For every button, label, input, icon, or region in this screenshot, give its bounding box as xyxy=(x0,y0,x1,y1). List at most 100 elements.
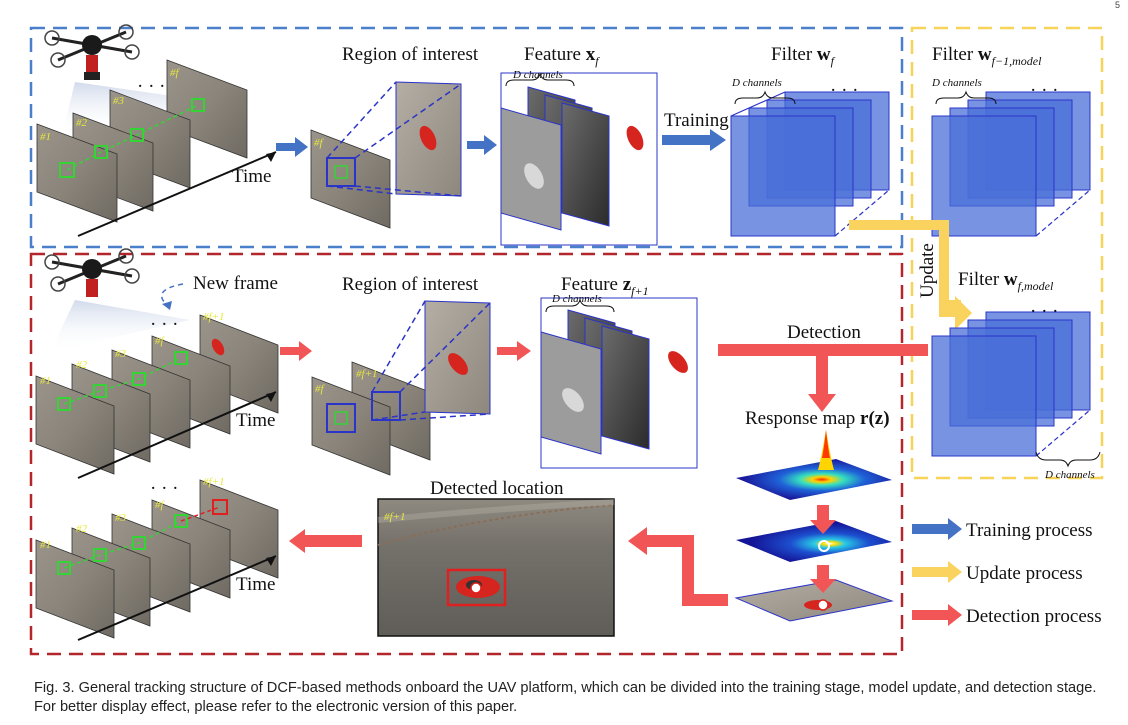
feature-z-label: Feature zf+1 xyxy=(561,274,649,298)
feature-x-var: x xyxy=(586,44,596,65)
time-axis-3 xyxy=(77,555,277,641)
filter-curr-sub: f,model xyxy=(1018,279,1054,293)
training-frame-stack xyxy=(36,59,248,223)
filter-prev-channels: D channels xyxy=(931,77,982,89)
feature-x-sub: f xyxy=(595,54,600,68)
result-frame-label: #3 xyxy=(115,512,127,524)
detection-roi-frames xyxy=(311,300,491,476)
response-map-label: Response map r(z) xyxy=(745,408,890,429)
result-ellipsis: · · · xyxy=(150,478,178,499)
feature-x-prefix: Feature xyxy=(524,44,586,65)
training-roi-label: Region of interest xyxy=(342,44,479,65)
filter-w-channels: D channels xyxy=(731,77,782,89)
detection-arrow-3 xyxy=(718,344,928,412)
feature-z-prefix: Feature xyxy=(561,274,623,295)
detection-label: Detection xyxy=(787,322,861,343)
new-frame-arrow xyxy=(160,283,184,307)
svg-text:· · ·: · · · xyxy=(1030,80,1058,101)
filter-w-current-model: · · · xyxy=(931,301,1101,468)
detection-frame-stack xyxy=(35,314,279,475)
detection-roi-label: Region of interest xyxy=(342,274,479,295)
filter-curr-prefix: Filter xyxy=(958,269,1004,290)
svg-text:· · ·: · · · xyxy=(1030,301,1058,322)
time-label: Time xyxy=(232,166,271,187)
detection-roi-frame-label: #f xyxy=(315,383,326,395)
filter-w-label: Filter wf xyxy=(771,44,836,68)
filter-w-f: · · · xyxy=(730,80,890,237)
training-frame-label: #f xyxy=(170,67,181,79)
training-ellipsis: · · · xyxy=(137,76,165,97)
response-map-prefix: Response map xyxy=(745,408,860,429)
update-stage-border xyxy=(910,26,1104,480)
response-map-3d xyxy=(736,430,892,500)
svg-text:· · ·: · · · xyxy=(830,80,858,101)
training-arrow-2 xyxy=(467,135,497,155)
training-frame-label: #1 xyxy=(40,131,51,143)
result-frame-label: #f+1 xyxy=(203,476,224,488)
response-down-arrow-2 xyxy=(810,565,836,593)
training-frame-label: #2 xyxy=(76,117,88,129)
new-frame-label: New frame xyxy=(193,273,278,294)
filter-prev-sub: f−1,model xyxy=(992,54,1042,68)
detection-frame-label: #f xyxy=(155,335,166,347)
response-map-2d xyxy=(736,521,892,562)
response-map-var: r(z) xyxy=(860,408,890,429)
detection-arrow-2 xyxy=(497,341,531,361)
training-arrow-3 xyxy=(662,129,726,151)
training-stage-border xyxy=(29,26,904,249)
detection-frame-label: #3 xyxy=(115,348,127,360)
detection-frame-label: #2 xyxy=(76,359,88,371)
filter-curr-label: Filter wf,model xyxy=(958,269,1054,293)
feature-z-sub: f+1 xyxy=(631,284,648,298)
figure-caption: Fig. 3. General tracking structure of DC… xyxy=(34,680,1097,715)
training-frame-label: #f xyxy=(314,137,325,149)
detection-stage-border xyxy=(29,252,904,656)
feature-x-cube xyxy=(500,72,658,246)
detected-location-label: Detected location xyxy=(430,478,564,499)
detection-roi-frame-label: #f+1 xyxy=(356,368,377,380)
training-label: Training xyxy=(664,110,729,131)
drone-bottom xyxy=(44,248,190,352)
legend-label-training: Training process xyxy=(966,520,1093,541)
time-axis xyxy=(77,151,277,237)
tracking-structure-figure: #1 #2 #3 #f · · · Time #f Region of inte… xyxy=(29,24,1104,656)
training-frame-label: #3 xyxy=(113,95,125,107)
detection-frame-label: #f+1 xyxy=(203,311,224,323)
legend: Training process Update process Detectio… xyxy=(912,518,1102,627)
update-label: Update xyxy=(917,243,938,298)
feature-z-channels: D channels xyxy=(551,293,602,305)
detection-ellipsis: · · · xyxy=(150,314,178,335)
legend-label-detection: Detection process xyxy=(966,606,1102,627)
feature-x-label: Feature xf xyxy=(524,44,600,68)
feature-z-var: z xyxy=(623,274,632,295)
training-roi-frame xyxy=(310,81,462,229)
legend-swatch-training xyxy=(912,518,962,540)
filter-prev-label: Filter wf−1,model xyxy=(932,44,1042,68)
detected-frame-label: #f+1 xyxy=(384,511,405,523)
page-number: 5 xyxy=(1114,0,1120,10)
result-frame-label: #1 xyxy=(40,539,51,551)
filter-w-prev-model: · · · xyxy=(931,80,1091,237)
update-arrow xyxy=(849,220,972,330)
detected-location-image xyxy=(377,498,615,637)
filter-w-sub: f xyxy=(831,54,836,68)
time-label-3: Time xyxy=(236,574,275,595)
filter-w-var: w xyxy=(817,44,831,65)
feature-x-channels: D channels xyxy=(512,69,563,81)
detection-return-arrow xyxy=(628,527,728,606)
legend-label-update: Update process xyxy=(966,563,1083,584)
filter-curr-var: w xyxy=(1004,269,1018,290)
filter-prev-var: w xyxy=(978,44,992,65)
response-down-arrow-1 xyxy=(810,505,836,534)
detection-arrow-1 xyxy=(280,341,312,361)
result-frame-label: #f xyxy=(155,499,166,511)
detection-arrow-4 xyxy=(289,529,362,553)
legend-swatch-detection xyxy=(912,604,962,626)
feature-z-cube xyxy=(540,297,698,469)
filter-w-prefix: Filter xyxy=(771,44,817,65)
detection-frame-label: #1 xyxy=(40,375,51,387)
filter-curr-channels: D channels xyxy=(1044,469,1095,481)
legend-swatch-update xyxy=(912,561,962,583)
time-axis-2 xyxy=(77,391,277,479)
time-label-2: Time xyxy=(236,410,275,431)
